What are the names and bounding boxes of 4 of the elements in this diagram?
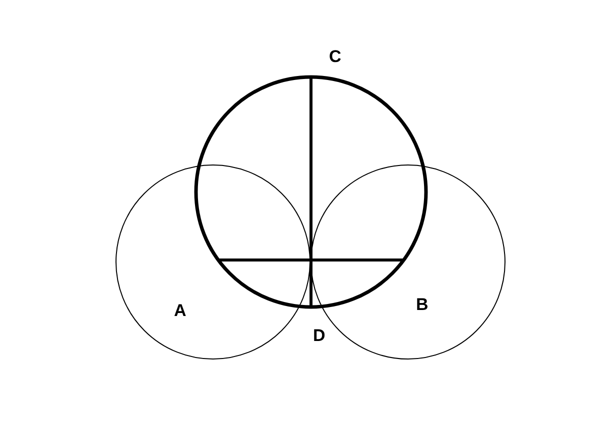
point-label: D [313, 327, 326, 344]
point-label: A [174, 302, 186, 319]
point-label: C [329, 48, 342, 65]
point-label: B [416, 296, 428, 313]
